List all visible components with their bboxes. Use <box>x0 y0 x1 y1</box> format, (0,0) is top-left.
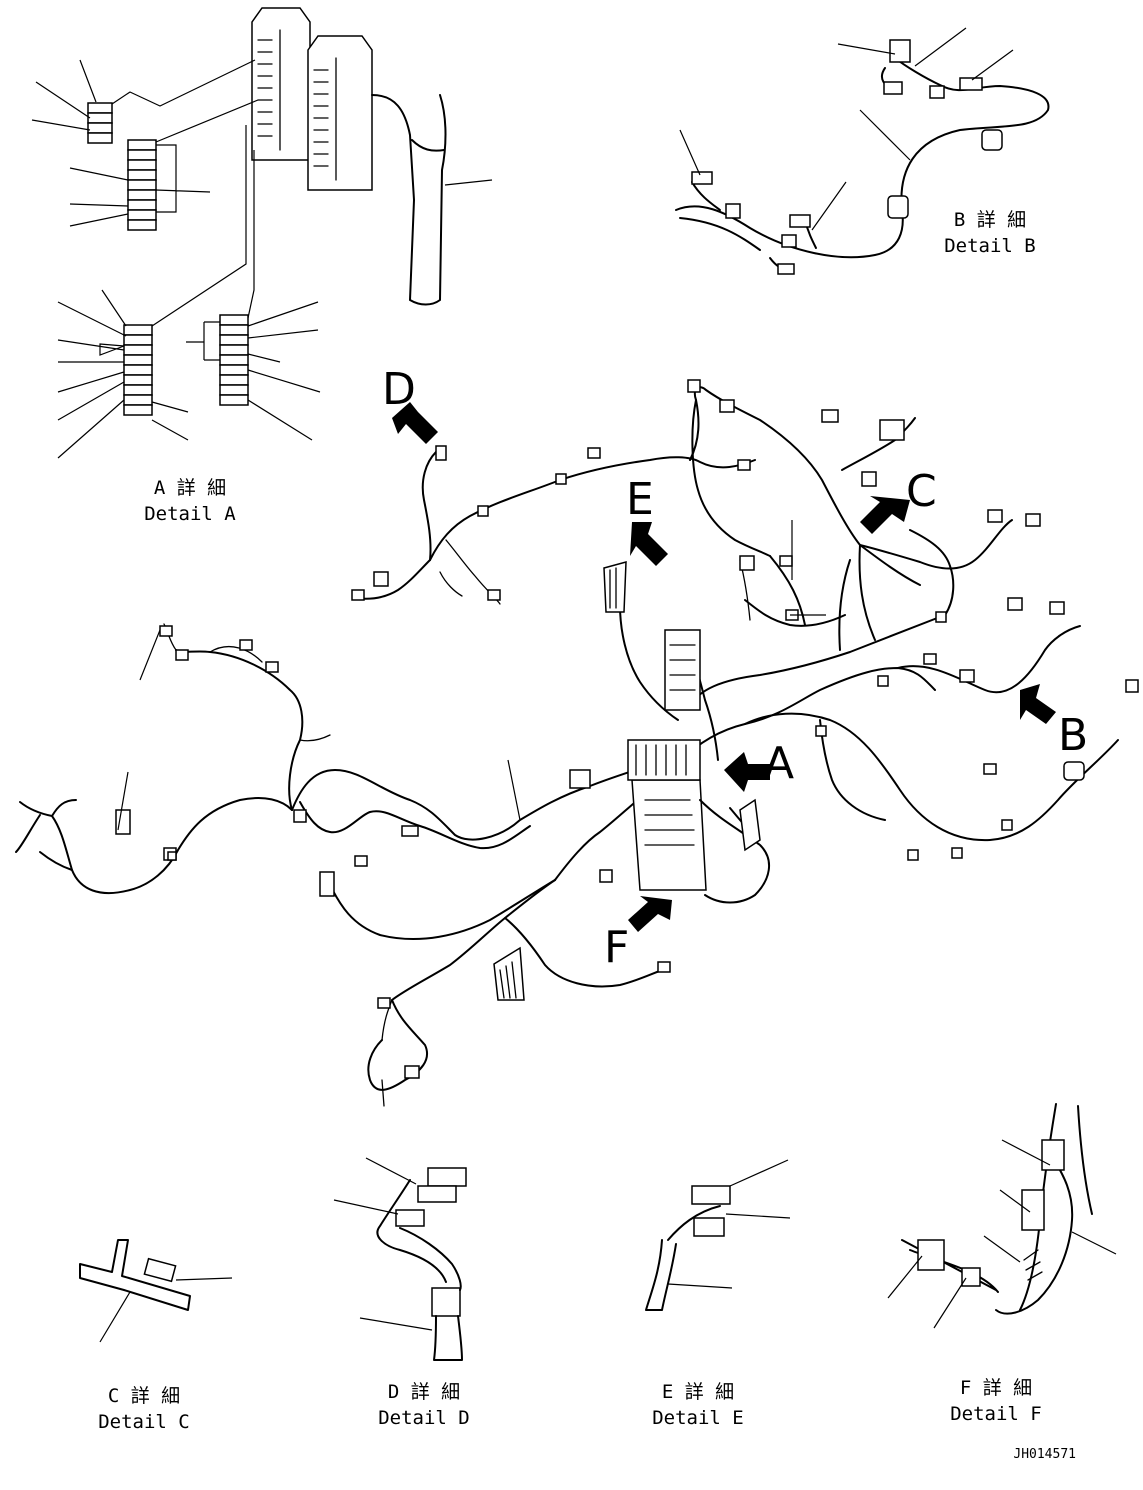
detail-d-drawing <box>333 1157 467 1361</box>
fuse-block-left <box>251 7 311 161</box>
detail-f-title-jp: F 詳 細 <box>960 1377 1032 1399</box>
arrow-d <box>392 402 438 444</box>
detail-b-connector-4 <box>781 234 797 248</box>
detail-b-drawing <box>675 27 1050 275</box>
connector-stack-e <box>603 561 627 613</box>
detail-e-title-en: Detail E <box>652 1407 744 1429</box>
arrow-b <box>1020 684 1056 724</box>
detail-d-title-en: Detail D <box>378 1407 470 1429</box>
detail-a-harness-trunk <box>371 94 447 306</box>
detail-a-drawing <box>31 7 493 459</box>
detail-b-connector-7 <box>959 77 983 91</box>
detail-c-title-en: Detail C <box>98 1411 190 1433</box>
main-harness-drawing <box>15 379 1139 1107</box>
detail-b-connector-9 <box>883 81 903 95</box>
detail-f-title-en: Detail F <box>950 1403 1042 1425</box>
detail-b-connector-3 <box>789 214 811 228</box>
callout-c: C <box>906 466 937 517</box>
detail-a-title-jp: A 詳 細 <box>154 477 226 499</box>
connector-stack-1 <box>87 102 113 144</box>
connector-stack-main <box>493 946 525 1001</box>
arrow-c <box>860 496 910 534</box>
callout-b: B <box>1058 710 1088 761</box>
fuse-block-slots <box>257 29 337 181</box>
detail-a-title-en: Detail A <box>144 503 236 525</box>
detail-d-title-jp: D 詳 細 <box>388 1381 460 1403</box>
connector-stack-2 <box>127 139 157 231</box>
callout-e: E <box>626 474 654 525</box>
central-junction-box <box>631 779 707 891</box>
callout-f: F <box>604 922 629 973</box>
detail-e-title-jp: E 詳 細 <box>662 1381 734 1403</box>
fuse-block-right <box>307 35 373 191</box>
detail-b-clamp-1 <box>887 195 909 219</box>
detail-b-connector-1 <box>691 171 713 185</box>
detail-b-connector-5 <box>777 263 795 275</box>
detail-b-connector-6 <box>889 39 911 63</box>
arrow-e <box>630 522 668 566</box>
detail-b-clamp-2 <box>981 129 1003 151</box>
detail-c-title-jp: C 詳 細 <box>108 1385 180 1407</box>
connector-stack-3 <box>123 324 153 416</box>
arrow-f <box>628 896 672 932</box>
connector-stack-4 <box>219 314 249 406</box>
arrow-a <box>724 752 770 792</box>
relay-block <box>664 629 701 711</box>
main-fuse-panel <box>627 739 701 781</box>
detail-f-drawing <box>887 1103 1117 1329</box>
detail-b-connector-8 <box>929 85 945 99</box>
callout-a: A <box>764 738 794 789</box>
callout-arrows <box>392 402 1056 932</box>
detail-b-title-en: Detail B <box>944 235 1036 257</box>
relay-small <box>115 809 131 835</box>
detail-b-title-jp: B 詳 細 <box>954 209 1026 231</box>
drawing-id: JH014571 <box>1013 1447 1076 1462</box>
detail-b-connector-2 <box>725 203 741 219</box>
detail-c-drawing <box>79 1239 233 1343</box>
detail-e-drawing <box>645 1159 791 1311</box>
callout-d: D <box>382 364 416 415</box>
clamp-b <box>1063 761 1085 781</box>
